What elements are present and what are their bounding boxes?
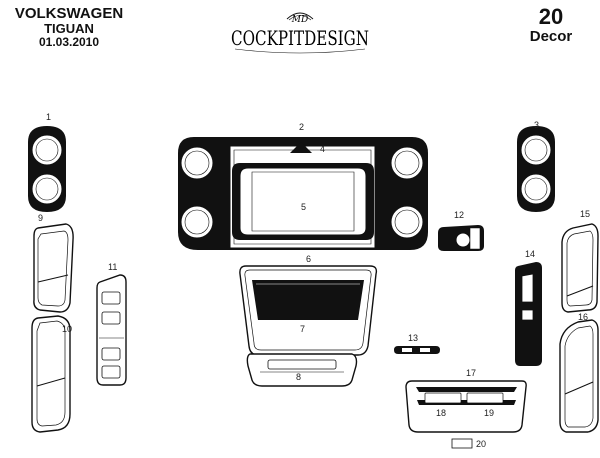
part-1-left-vent-surround: 1 (28, 112, 66, 212)
label-19: 19 (484, 408, 494, 418)
label-7: 7 (300, 324, 305, 334)
car-model: TIGUAN (44, 21, 94, 36)
logo-text: COCKPITDESIGN (231, 26, 369, 50)
part-15-right-upper-trim: 15 (561, 209, 599, 313)
part-5-radio-frame: 5 (232, 163, 374, 240)
part-17-climate-panel: 17 (405, 368, 527, 433)
part-4-hazard-button-surround: 4 (290, 142, 325, 154)
car-make: VOLKSWAGEN (14, 5, 124, 22)
kit-type: Decor (529, 28, 573, 45)
label-14: 14 (525, 249, 535, 259)
label-12: 12 (454, 210, 464, 220)
label-11: 11 (108, 262, 117, 272)
label-2: 2 (299, 122, 304, 132)
part-13-small-strip: 13 (394, 333, 440, 354)
part-14-right-switch-panel: 14 (515, 249, 542, 366)
part-9-left-upper-trim: 9 (33, 213, 74, 313)
part-12-switch-surround: 12 (438, 210, 484, 251)
label-1: 1 (46, 112, 51, 122)
production-date: 01.03.2010 (38, 35, 100, 49)
label-13: 13 (408, 333, 418, 343)
label-8: 8 (296, 372, 301, 382)
label-5: 5 (301, 202, 306, 212)
kit-number: 20 (538, 4, 564, 29)
part-8-shifter-surround: 8 (246, 353, 358, 387)
label-4: 4 (320, 144, 325, 154)
part-19-climate-knob-right: 19 (466, 392, 504, 418)
label-20: 20 (476, 439, 486, 449)
logo-monogram: MD (291, 15, 308, 25)
label-9: 9 (38, 213, 43, 223)
part-18-climate-knob-left: 18 (424, 392, 462, 418)
part-20-small-plate: 20 (451, 438, 486, 449)
part-16-right-lower-trim: 16 (559, 312, 599, 433)
label-15: 15 (580, 209, 590, 219)
label-10: 10 (62, 324, 72, 334)
label-17: 17 (466, 368, 476, 378)
label-18: 18 (436, 408, 446, 418)
label-16: 16 (578, 312, 588, 322)
part-7-storage-tray-trim: 7 (252, 280, 364, 334)
part-3-right-vent-surround: 3 (517, 120, 555, 212)
label-6: 6 (306, 254, 311, 264)
label-3: 3 (534, 120, 539, 130)
part-11-left-switch-panel: 11 (96, 262, 127, 386)
cockpitdesign-logo: MD COCKPITDESIGN (231, 12, 369, 54)
part-10-left-lower-trim: 10 (31, 315, 72, 433)
